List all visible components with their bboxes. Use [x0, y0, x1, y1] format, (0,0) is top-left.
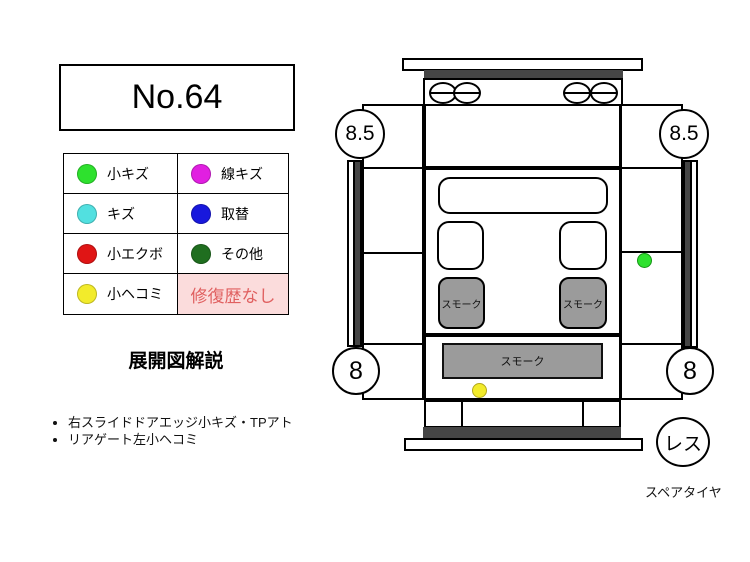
legend-item-scratch: キズ [64, 194, 178, 234]
small-dent-swatch [77, 284, 97, 304]
legend-label: 線キズ [221, 165, 263, 182]
windshield [438, 177, 608, 214]
diagram-notes-list: 右スライドドアエッジ小キズ・TPアト リアゲート左小ヘコミ [50, 414, 350, 448]
no-repair-history-cell: 修復歴なし [178, 274, 288, 314]
sheet-number-box: No.64 [59, 64, 295, 131]
other-swatch [191, 243, 211, 264]
right-sill-trim [685, 162, 692, 346]
legend-label: 小エクボ [107, 245, 163, 262]
legend-item-small-dimple: 小エクボ [64, 234, 178, 274]
legend-label: 小ヘコミ [107, 286, 163, 302]
tire-score-rear-right: 8 [666, 347, 714, 395]
right-front-door-window [559, 221, 607, 270]
legend-item-line-scratch: 線キズ [178, 154, 288, 194]
scratch-swatch [77, 203, 97, 224]
legend-label: その他 [221, 245, 263, 262]
small-dimple-swatch [77, 243, 97, 264]
spare-tire-badge: レス [656, 417, 710, 467]
left-panel-divider [364, 252, 422, 254]
legend-table: 小キズ 線キズ キズ 取替 小エクボ その他 小ヘコミ 修復歴なし [63, 153, 289, 315]
left-front-door-window [437, 221, 484, 270]
front-grille-trim [424, 70, 623, 79]
legend-item-other: その他 [178, 234, 288, 274]
diagram-notes-heading: 展開図解説 [128, 351, 224, 372]
legend-item-replaced: 取替 [178, 194, 288, 234]
left-panel-divider [364, 343, 422, 345]
rear-bumper [404, 438, 643, 451]
headlight-icon [563, 82, 591, 104]
spare-tire-caption: スペアタイヤ [645, 485, 722, 500]
left-panel-divider [364, 167, 422, 169]
legend-label: キズ [107, 205, 135, 222]
right-panel-divider [622, 167, 681, 169]
tire-score-front-left: 8.5 [335, 109, 385, 159]
rear-gate-window: スモーク [442, 343, 603, 379]
rear-trim [423, 427, 621, 438]
right-rocker-sill [683, 160, 698, 348]
legend-item-small-scratch: 小キズ [64, 154, 178, 194]
headlight-icon [453, 82, 481, 104]
right-side-panel [620, 104, 683, 400]
rear-gate-divider [461, 402, 463, 426]
legend-label: 取替 [221, 205, 249, 222]
left-rocker-sill [347, 160, 362, 347]
left-sliding-door-window: スモーク [438, 277, 485, 329]
headlight-icon [590, 82, 618, 104]
rear-gate-panel [424, 400, 621, 428]
right-panel-divider [622, 343, 681, 345]
line-scratch-swatch [191, 163, 211, 184]
note-item: リアゲート左小ヘコミ [68, 431, 350, 448]
right-sliding-door-window: スモーク [559, 277, 607, 329]
replaced-swatch [191, 203, 211, 224]
damage-marker-small-scratch [637, 253, 652, 268]
left-sill-trim [353, 162, 360, 345]
small-scratch-swatch [77, 163, 97, 184]
note-item: 右スライドドアエッジ小キズ・TPアト [68, 414, 350, 431]
legend-item-small-dent: 小ヘコミ [64, 274, 178, 314]
sheet-number: No.64 [131, 78, 223, 116]
right-panel-divider [622, 251, 681, 253]
rear-gate-divider [582, 402, 584, 426]
tire-score-front-right: 8.5 [659, 109, 709, 159]
legend-label: 小キズ [107, 165, 149, 182]
tire-score-rear-left: 8 [332, 347, 380, 395]
damage-marker-small-dent [472, 383, 487, 398]
hood-panel [424, 104, 621, 168]
